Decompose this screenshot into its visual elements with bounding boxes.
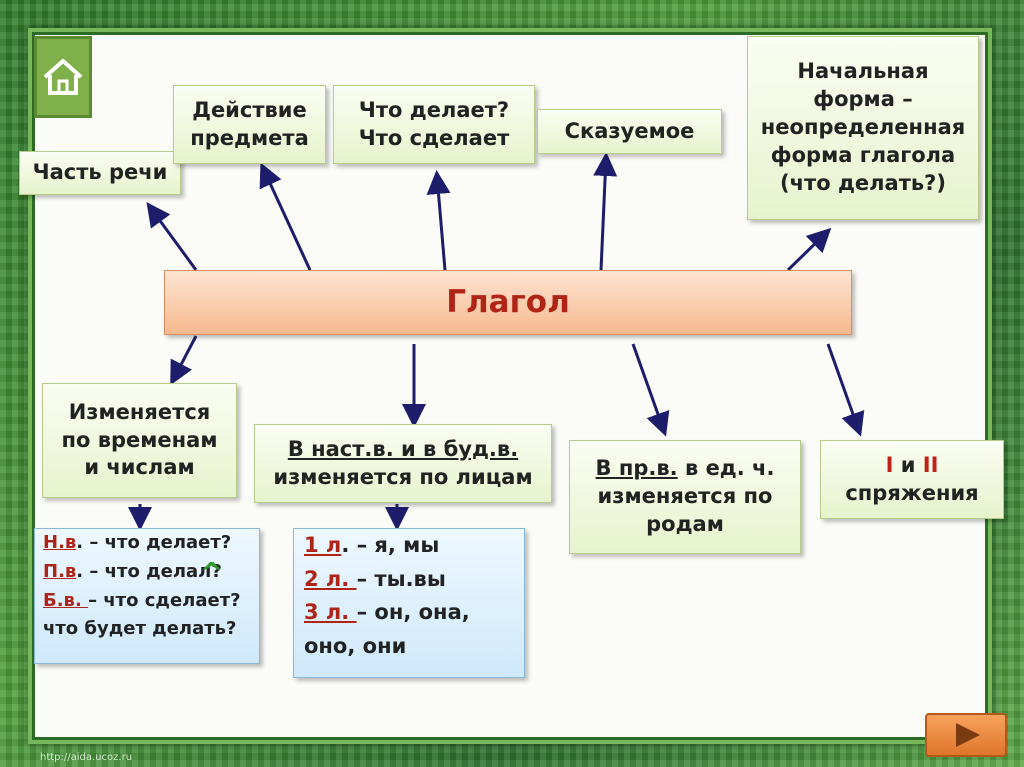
- past-line-1: В пр.в. в ед. ч.: [596, 455, 775, 483]
- question-line-2: Что сделает: [358, 125, 510, 150]
- persons-box: В наст.в. и в буд.в. изменяется по лицам: [254, 424, 552, 503]
- persons-line-1: В наст.в. и в буд.в.: [287, 436, 519, 461]
- part-of-speech-box: Часть речи: [19, 151, 181, 195]
- person-forms-box: 1 л. – я, мы 2 л. – ты.вы 3 л. – он, она…: [293, 528, 525, 678]
- footer-url: http://aida.ucoz.ru: [40, 752, 133, 763]
- past-box: В пр.в. в ед. ч. изменяется по родам: [569, 440, 801, 554]
- person-form-row: 2 л. – ты.вы: [304, 566, 446, 591]
- home-icon: [43, 59, 83, 95]
- past-line-2: изменяется по: [597, 484, 773, 509]
- conjugation-roman-1: I: [885, 452, 894, 477]
- tense-questions-box: Н.в. – что делает? П.в. – что делал? Б.в…: [34, 528, 260, 664]
- center-label: Глагол: [446, 283, 570, 320]
- tense-question-row: Н.в. – что делает?: [43, 532, 232, 553]
- conjugation-and: и: [893, 452, 923, 477]
- person-form-row: 3 л. – он, она,: [304, 600, 470, 625]
- past-line-3: родам: [646, 511, 724, 536]
- predicate-label: Сказуемое: [564, 118, 695, 143]
- initial-form-box: Начальная форма – неопределенная форма г…: [747, 36, 979, 220]
- initial-form-line-5: (что делать?): [780, 170, 946, 195]
- tense-question-row: что будет делать?: [43, 618, 237, 640]
- next-slide-button[interactable]: [925, 713, 1007, 757]
- question-line-1: Что делает?: [358, 97, 510, 122]
- conjugation-line-2: спряжения: [845, 480, 979, 505]
- tenses-box: Изменяется по временам и числам: [42, 383, 237, 498]
- action-line-2: предмета: [190, 125, 309, 150]
- action-box: Действие предмета: [173, 85, 326, 164]
- part-of-speech-label: Часть речи: [32, 160, 168, 185]
- initial-form-line-4: форма глагола: [770, 142, 956, 167]
- action-line-1: Действие: [192, 97, 307, 122]
- initial-form-line-2: форма –: [813, 87, 913, 112]
- tenses-line-2: по временам: [61, 427, 218, 452]
- past-prefix: В пр.в.: [595, 456, 678, 481]
- play-arrow-icon: [956, 723, 980, 747]
- tense-question-row: Б.в. – что сделает?: [43, 589, 241, 611]
- initial-form-line-1: Начальная: [797, 59, 929, 84]
- caret-mark: ^: [200, 556, 224, 589]
- question-box: Что делает? Что сделает: [333, 85, 535, 164]
- conjugation-box: I и II спряжения: [820, 440, 1004, 519]
- person-form-row: 1 л. – я, мы: [304, 533, 440, 557]
- tense-question-row: П.в. – что делал?: [43, 560, 222, 582]
- person-form-row: оно, они: [304, 633, 407, 658]
- past-rest: в ед. ч.: [677, 456, 775, 481]
- center-box: Глагол: [164, 270, 852, 335]
- tenses-line-1: Изменяется: [68, 399, 211, 424]
- tenses-line-3: и числам: [84, 455, 195, 480]
- predicate-box: Сказуемое: [537, 109, 722, 154]
- home-button[interactable]: [34, 36, 92, 118]
- conjugation-roman-2: II: [922, 452, 939, 477]
- conjugation-line-1: I и II: [886, 452, 939, 480]
- persons-line-2: изменяется по лицам: [273, 464, 533, 489]
- initial-form-line-3: неопределенная: [760, 115, 966, 140]
